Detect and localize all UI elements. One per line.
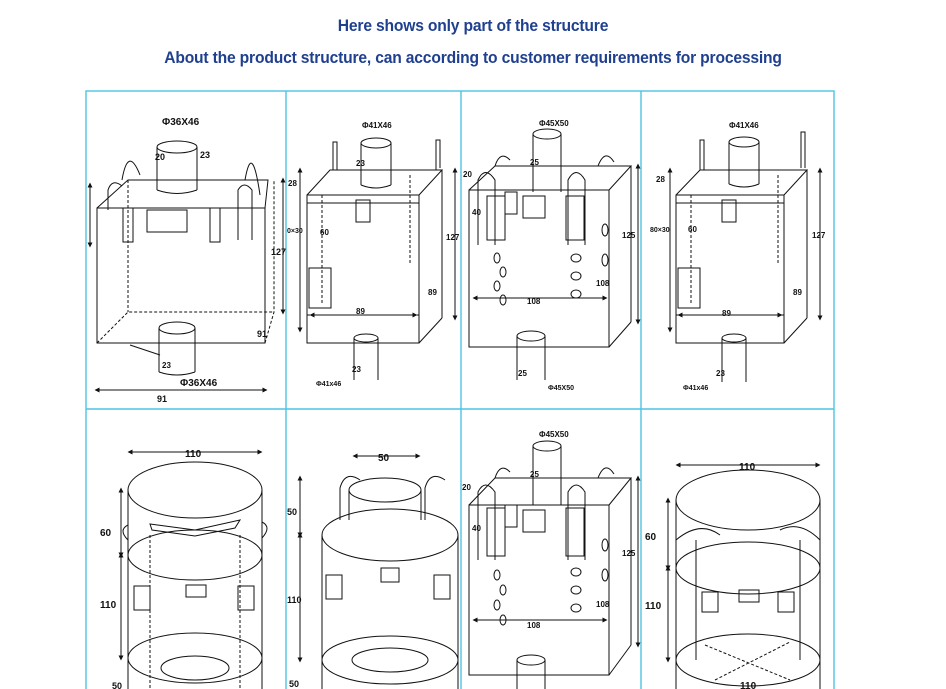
p8-a-label: 110 [739, 462, 756, 473]
p2-bottom-label: Φ41x46 [316, 381, 341, 388]
p7-height-label: 125 [622, 549, 636, 558]
p2-top-label: Φ41X46 [362, 121, 392, 130]
panel-6-labels: 50 50 110 50 [287, 453, 390, 689]
p4-w-label: 89 [793, 288, 802, 297]
p4-e-label: 89 [722, 309, 731, 318]
p2-a-label: 23 [356, 159, 365, 168]
panel-5-round-bag [118, 449, 268, 689]
p6-c-label: 110 [287, 595, 302, 605]
p3-b-label: 20 [463, 170, 472, 179]
p5-d-label: 50 [112, 681, 122, 689]
panel-2-labels: Φ41X46 23 28 0×30 60 127 89 89 23 Φ41x46 [287, 121, 460, 388]
p8-d-label: 110 [740, 681, 757, 689]
panel-5-labels: 110 60 110 50 [100, 449, 202, 689]
p1-b-label: 23 [200, 150, 210, 160]
p4-a-label: 28 [656, 175, 665, 184]
p1-top-label: Φ36X46 [162, 117, 200, 128]
heading-line-1: Here shows only part of the structure [337, 16, 609, 35]
grid-lines [85, 90, 835, 689]
panel-6-round-bag [297, 453, 459, 689]
p8-c-label: 110 [645, 601, 662, 612]
p1-bottom-label: Φ36X46 [180, 378, 218, 389]
p2-d-label: 60 [320, 228, 329, 237]
p7-top-label: Φ45X50 [539, 430, 569, 439]
p4-b-label: 80×30 [650, 227, 670, 234]
p7-e-label: 108 [596, 600, 610, 609]
panel-1-cube-bag [87, 140, 286, 393]
panel-1-labels: Φ36X46 20 23 127 91 23 Φ36X46 91 [155, 117, 286, 404]
panel-3-labels: Φ45X50 25 20 40 125 108 108 25 Φ45X50 [463, 119, 636, 392]
p6-d-label: 50 [289, 679, 299, 689]
p2-f-label: 23 [352, 365, 361, 374]
p2-e-label: 89 [356, 307, 365, 316]
p1-a-label: 20 [155, 152, 165, 162]
p3-w-label: 108 [596, 279, 610, 288]
p1-c-label: 23 [162, 361, 171, 370]
panel-8-labels: 110 60 110 110 [645, 462, 757, 689]
p4-top-label: Φ41X46 [729, 121, 759, 130]
p1-base-label: 91 [157, 394, 167, 404]
panel-2-cube-bag [297, 137, 458, 380]
panel-8-round-bag [665, 462, 821, 689]
p7-b-label: 20 [462, 483, 471, 492]
p3-e-label: 108 [527, 297, 541, 306]
p2-c-label: 0×30 [287, 228, 303, 235]
p5-c-label: 110 [100, 600, 117, 611]
p6-a-label: 50 [378, 453, 390, 464]
p4-height-label: 127 [812, 231, 826, 240]
panel-3-cube-bag [468, 128, 641, 380]
p2-w-label: 89 [428, 288, 437, 297]
p4-f-label: 23 [716, 369, 725, 378]
p2-height-label: 127 [446, 233, 460, 242]
panel-7-cube-bag [468, 440, 641, 689]
p7-f-label: 108 [527, 621, 541, 630]
p3-f-label: 25 [518, 369, 527, 378]
panel-7-labels: Φ45X50 25 20 40 125 108 108 [462, 430, 636, 630]
heading-line-2: About the product structure, can accordi… [164, 48, 782, 67]
p5-a-label: 110 [185, 449, 202, 460]
p3-c-label: 40 [472, 208, 481, 217]
panel-4-cube-bag [667, 131, 823, 382]
p4-c-label: 60 [688, 225, 697, 234]
p1-width-label: 91 [257, 329, 267, 339]
p1-height-label: 127 [271, 247, 286, 257]
p6-b-label: 50 [287, 507, 297, 517]
p2-b-label: 28 [288, 179, 297, 188]
p7-c-label: 40 [472, 524, 481, 533]
p3-top-label: Φ45X50 [539, 119, 569, 128]
p3-a-label: 25 [530, 158, 539, 167]
p7-a-label: 25 [530, 470, 539, 479]
p3-height-label: 125 [622, 231, 636, 240]
p8-b-label: 60 [645, 532, 657, 543]
p5-b-label: 60 [100, 528, 112, 539]
panel-4-labels: Φ41X46 28 80×30 60 127 89 89 23 Φ41x46 [650, 121, 826, 392]
p3-bottom-label: Φ45X50 [548, 385, 574, 392]
p4-bottom-label: Φ41x46 [683, 385, 708, 392]
